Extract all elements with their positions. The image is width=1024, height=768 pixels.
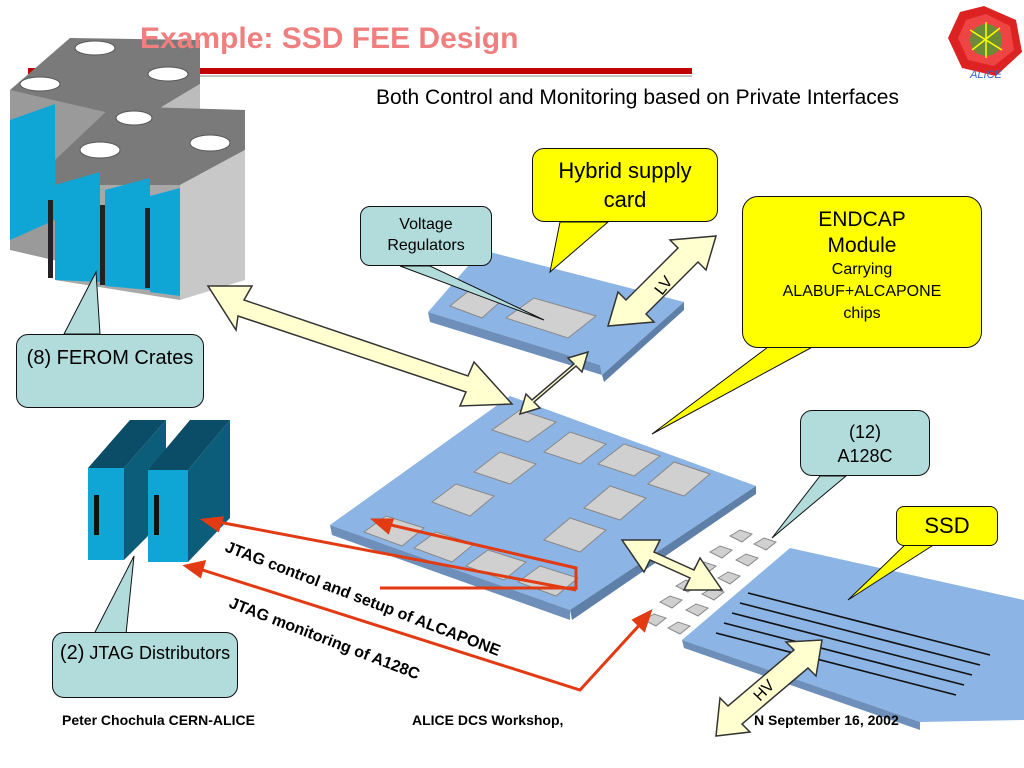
- a128c-callout-count: (12): [848, 422, 881, 442]
- endcap-callout-line2: ALABUF+ALCAPONE: [782, 283, 942, 300]
- a128c-callout: (12) A128C: [800, 410, 930, 476]
- footer-event: ALICE DCS Workshop,: [412, 712, 564, 728]
- slide-title: Example: SSD FEE Design: [140, 22, 519, 55]
- ssd-callout-text: SSD: [924, 513, 970, 538]
- endcap-callout: ENDCAP Module Carrying ALABUF+ALCAPONE c…: [742, 196, 982, 348]
- title-rule: [28, 68, 692, 74]
- slide-subtitle: Both Control and Monitoring based on Pri…: [376, 86, 899, 109]
- hybrid-callout: Hybrid supply card: [532, 148, 718, 222]
- ssd-ladder: [682, 548, 1024, 730]
- a128c-callout-name: A128C: [837, 446, 893, 466]
- jtag-callout-tail: [93, 555, 135, 635]
- jtag-distributors: [88, 420, 230, 562]
- voltage-callout-tail: [399, 265, 545, 321]
- jtag-callout-prefix: (2): [59, 642, 85, 664]
- jtag-control-arrow: [199, 516, 578, 592]
- endcap-callout-line1: Carrying: [831, 261, 893, 278]
- endcap-callout-tail: [651, 343, 819, 435]
- endcap-callout-line3: chips: [843, 305, 881, 322]
- jtag-callout-name: JTAG Distributors: [89, 643, 231, 663]
- logo-text: ALICE: [969, 69, 1002, 81]
- regulator-board: [428, 250, 684, 382]
- arrow-lv: [606, 235, 718, 327]
- footer-date: N September 16, 2002: [754, 712, 899, 728]
- ferom-callout: (8) FEROM Crates: [16, 334, 204, 408]
- voltage-callout-text: Voltage Regulators: [387, 216, 465, 254]
- arrow-regulator-endcap: [518, 350, 590, 416]
- endcap-callout-title: ENDCAP Module: [818, 208, 906, 257]
- alice-logo: ALICE: [948, 6, 1022, 81]
- hybrid-callout-tail: [549, 221, 610, 274]
- arrow-crate-endcap: [206, 285, 514, 407]
- ferom-callout-text: (8) FEROM Crates: [26, 347, 194, 369]
- arrow-endcap-ssd: [620, 539, 724, 591]
- hybrid-callout-text: Hybrid supply card: [558, 158, 692, 212]
- ferom-crate-front: [48, 106, 245, 300]
- jtag-monitor-arrow: [182, 559, 653, 692]
- footer-author: Peter Chochula CERN-ALICE: [62, 712, 255, 728]
- arrow-hv: [715, 639, 823, 737]
- ssd-callout: SSD: [896, 506, 998, 546]
- a128c-callout-tail: [771, 475, 848, 539]
- jtag-callout: (2) JTAG Distributors: [52, 632, 238, 698]
- voltage-callout: Voltage Regulators: [360, 206, 492, 266]
